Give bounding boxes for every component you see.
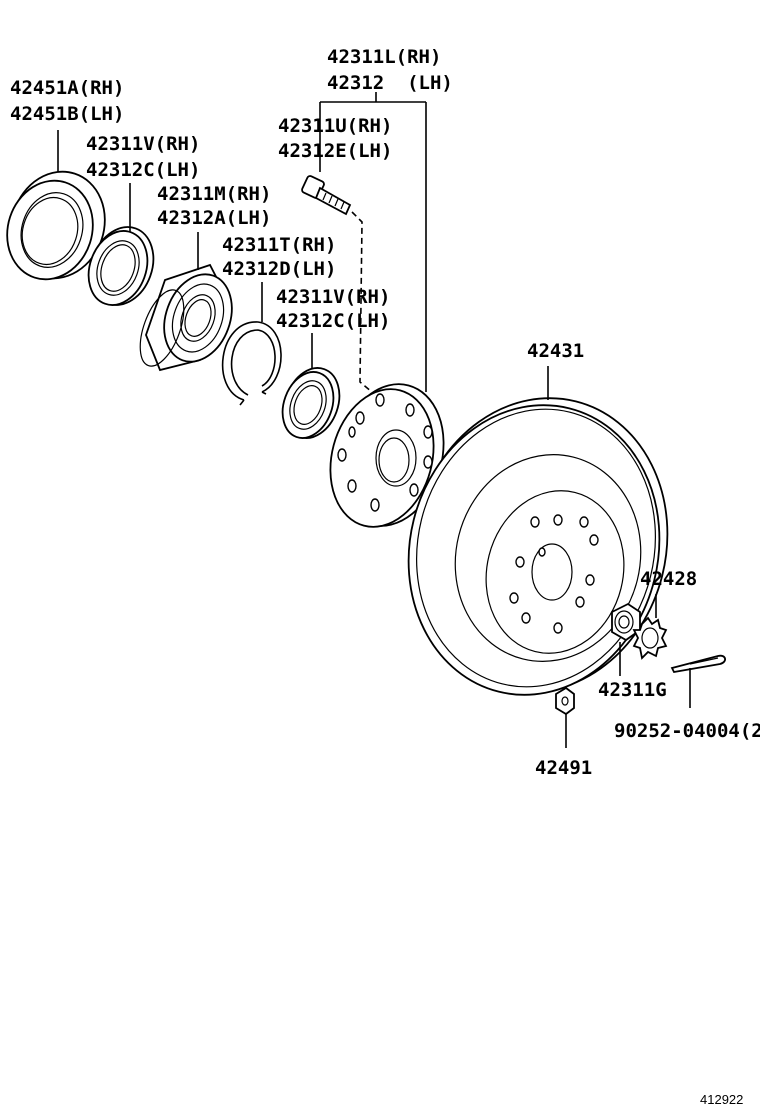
label-42312c-outer: 42312C(LH) <box>86 159 200 181</box>
label-42311l: 42311L(RH) <box>327 46 441 68</box>
label-42312e: 42312E(LH) <box>278 140 392 162</box>
label-42451-lh: 42451B(LH) <box>10 103 124 125</box>
label-42491: 42491 <box>535 757 592 779</box>
figure-number: 412922 <box>700 1092 743 1107</box>
label-42311g: 42311G <box>598 679 667 701</box>
hub-bearing <box>139 263 233 372</box>
label-42312a: 42312A(LH) <box>157 207 271 229</box>
hub-nut <box>555 686 575 716</box>
hub-bolt <box>301 175 352 216</box>
label-42312: 42312 (LH) <box>327 72 453 94</box>
dust-deflector <box>6 170 106 281</box>
label-42311m: 42311M(RH) <box>157 183 271 205</box>
brake-disc <box>407 397 669 696</box>
label-42312d: 42312D(LH) <box>222 258 336 280</box>
label-42311t: 42311T(RH) <box>222 234 336 256</box>
label-42451: 42451A(RH) <box>10 77 124 99</box>
lock-nut <box>611 602 641 642</box>
cotter-pin <box>670 654 726 674</box>
nut-lock-cap <box>632 616 668 660</box>
label-42311u: 42311U(RH) <box>278 115 392 137</box>
label-42431: 42431 <box>527 340 584 362</box>
oil-seal-outer <box>87 226 155 306</box>
label-42312c-inner: 42312C(LH) <box>276 310 390 332</box>
label-42428: 42428 <box>640 568 697 590</box>
label-42311v-outer: 42311V(RH) <box>86 133 200 155</box>
axle-hub <box>329 383 445 528</box>
label-90252: 90252-04004(2) <box>614 720 760 742</box>
part-labels: 42451A(RH) 42451B(LH) 42311V(RH) 42312C(… <box>10 46 760 1107</box>
leader-lines <box>57 92 691 748</box>
snap-ring <box>221 321 282 406</box>
label-42311v-inner: 42311V(RH) <box>276 286 390 308</box>
oil-seal-inner <box>281 367 341 439</box>
